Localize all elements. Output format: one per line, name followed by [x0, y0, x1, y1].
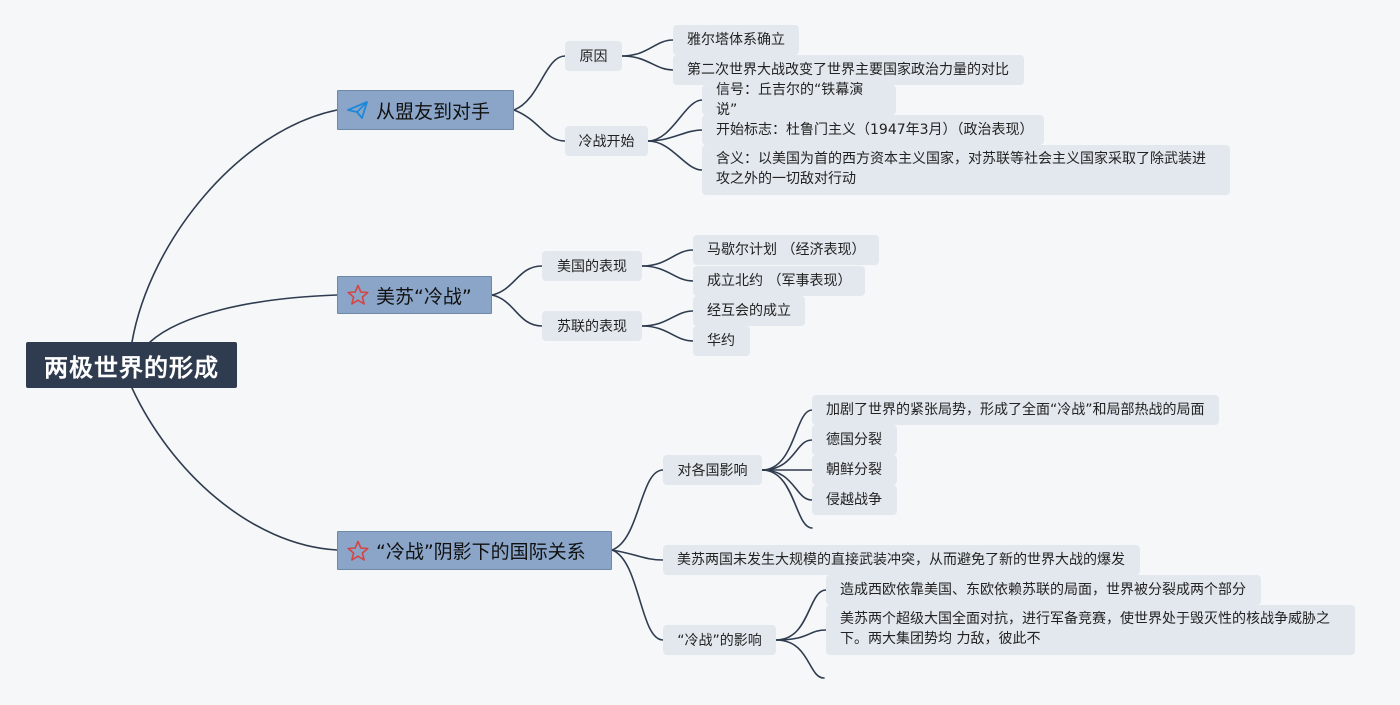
branch-title: 从盟友到对手 [376, 100, 491, 123]
subtopic-label: 苏联的表现 [557, 319, 627, 335]
leaf-text: 成立北约 （军事表现） [707, 273, 852, 289]
leaf-text: 朝鲜分裂 [826, 462, 882, 478]
leaf-text: 造成西欧依靠美国、东欧依赖苏联的局面，世界被分裂成两个部分 [840, 582, 1246, 598]
subtopic-label: 对各国影响 [677, 463, 748, 479]
subtopic-us-actions[interactable]: 美国的表现 [542, 251, 642, 281]
leaf-text: 马歇尔计划 （经济表现） [707, 242, 866, 258]
subtopic-label: 美国的表现 [557, 259, 627, 275]
subtopic-causes[interactable]: 原因 [565, 41, 622, 71]
subtopic-label: “冷战”的影响 [677, 633, 762, 649]
star-icon [347, 540, 369, 561]
leaf-node[interactable]: 成立北约 （军事表现） [693, 266, 865, 296]
branch-from-allies-to-rivals[interactable]: 从盟友到对手 [337, 90, 514, 130]
leaf-text: 信号：丘吉尔的“铁幕演说” [716, 82, 864, 118]
leaf-node[interactable]: 第二次世界大战改变了世界主要国家政治力量的对比 [673, 55, 1024, 85]
leaf-text: 美苏两国未发生大规模的直接武装冲突，从而避免了新的世界大战的爆发 [677, 552, 1125, 568]
leaf-node[interactable]: 开始标志：杜鲁门主义（1947年3月）（政治表现） [702, 115, 1044, 145]
leaf-node[interactable]: 雅尔塔体系确立 [673, 25, 799, 55]
leaf-node[interactable]: 华约 [693, 326, 750, 356]
leaf-node[interactable]: 德国分裂 [812, 425, 897, 455]
leaf-text: 开始标志：杜鲁门主义（1947年3月）（政治表现） [716, 122, 1034, 138]
leaf-node[interactable]: 侵越战争 [812, 485, 897, 515]
root-topic-label: 两极世界的形成 [44, 353, 219, 382]
leaf-node[interactable]: 含义：以美国为首的西方资本主义国家，对苏联等社会主义国家采取了除武装进攻之外的一… [702, 145, 1230, 195]
paper-plane-icon [347, 101, 368, 119]
leaf-text: 美苏两个超级大国全面对抗，进行军备竞赛，使世界处于毁灭性的核战争威胁之下。两大集… [840, 611, 1330, 647]
star-icon [347, 284, 369, 305]
leaf-node[interactable]: 造成西欧依靠美国、东欧依赖苏联的局面，世界被分裂成两个部分 [826, 575, 1261, 605]
leaf-node[interactable]: 经互会的成立 [693, 296, 805, 326]
subtopic-label: 原因 [579, 49, 608, 65]
leaf-node[interactable]: 加剧了世界的紧张局势，形成了全面“冷战”和局部热战的局面 [812, 395, 1219, 425]
branch-title: 美苏“冷战” [376, 285, 472, 308]
branch-international-relations[interactable]: “冷战”阴影下的国际关系 [337, 531, 612, 570]
leaf-text: 华约 [707, 333, 735, 349]
leaf-text: 侵越战争 [826, 492, 882, 508]
branch-title: “冷战”阴影下的国际关系 [376, 541, 586, 563]
subtopic-cold-war-impact[interactable]: “冷战”的影响 [663, 625, 776, 655]
leaf-node[interactable]: 马歇尔计划 （经济表现） [693, 235, 879, 265]
leaf-text: 第二次世界大战改变了世界主要国家政治力量的对比 [687, 62, 1009, 78]
root-topic[interactable]: 两极世界的形成 [26, 342, 237, 388]
leaf-text: 经互会的成立 [707, 303, 791, 319]
leaf-node[interactable]: 美苏两个超级大国全面对抗，进行军备竞赛，使世界处于毁灭性的核战争威胁之下。两大集… [826, 605, 1355, 655]
leaf-node[interactable]: 朝鲜分裂 [812, 455, 897, 485]
leaf-text: 含义：以美国为首的西方资本主义国家，对苏联等社会主义国家采取了除武装进攻之外的一… [716, 151, 1206, 187]
subtopic-ussr-actions[interactable]: 苏联的表现 [542, 311, 642, 341]
leaf-text: 德国分裂 [826, 432, 882, 448]
leaf-text: 雅尔塔体系确立 [687, 32, 785, 48]
branch-us-soviet-cold-war[interactable]: 美苏“冷战” [337, 276, 492, 314]
subtopic-label: 冷战开始 [578, 134, 635, 150]
leaf-text: 加剧了世界的紧张局势，形成了全面“冷战”和局部热战的局面 [826, 402, 1205, 418]
subtopic-impact-on-countries[interactable]: 对各国影响 [663, 455, 762, 485]
leaf-node-no-world-war[interactable]: 美苏两国未发生大规模的直接武装冲突，从而避免了新的世界大战的爆发 [663, 545, 1140, 575]
subtopic-cold-war-start[interactable]: 冷战开始 [565, 126, 648, 156]
leaf-node[interactable]: 信号：丘吉尔的“铁幕演说” [702, 82, 896, 118]
